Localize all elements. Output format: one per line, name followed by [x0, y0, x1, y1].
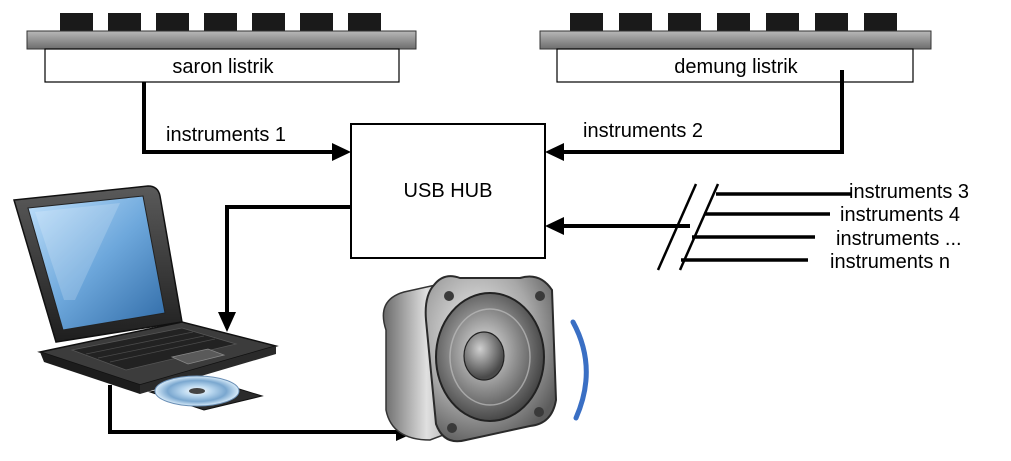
demung-rail — [539, 30, 932, 50]
sound-wave-icon — [570, 319, 589, 421]
bundle-slash-right — [678, 183, 720, 271]
usb-hub: USB HUB — [350, 123, 546, 259]
saron-label: saron listrik — [172, 56, 274, 78]
arrow-into-hub-right-bottom-icon — [545, 217, 564, 235]
instruments-1-label: instruments 1 — [166, 124, 286, 146]
demung-label: demung listrik — [674, 56, 798, 78]
laptop-to-speaker-connector — [108, 385, 396, 434]
instruments-1-connector — [142, 82, 336, 154]
bundle-slash-left — [656, 183, 698, 271]
instruments-n-label: instruments n — [830, 251, 950, 273]
arrow-into-hub-right-top-icon — [545, 143, 564, 161]
saron-keys — [60, 13, 381, 31]
saron-base — [44, 48, 400, 83]
instruments-bundle: instruments 3 instruments 4 instruments … — [656, 181, 969, 273]
arrow-into-hub-left-icon — [332, 143, 351, 161]
saron-listrik-instrument: saron listrik — [26, 13, 417, 83]
demung-listrik-instrument: demung listrik — [539, 13, 932, 83]
instruments-3-label: instruments 3 — [849, 181, 969, 203]
instruments-4-label: instruments 4 — [840, 204, 960, 226]
instruments-2-label: instruments 2 — [583, 120, 703, 142]
demung-keys — [570, 13, 897, 31]
demung-base — [556, 48, 914, 83]
arrow-into-laptop-icon — [218, 312, 236, 332]
saron-rail — [26, 30, 417, 50]
instruments-2-connector — [560, 70, 844, 154]
usb-hub-box — [350, 123, 546, 259]
speaker-icon — [382, 275, 589, 443]
hub-to-laptop-connector — [225, 205, 351, 318]
instruments-etc-label: instruments ... — [836, 228, 962, 250]
laptop-icon — [13, 185, 279, 411]
usb-hub-label: USB HUB — [404, 180, 493, 202]
